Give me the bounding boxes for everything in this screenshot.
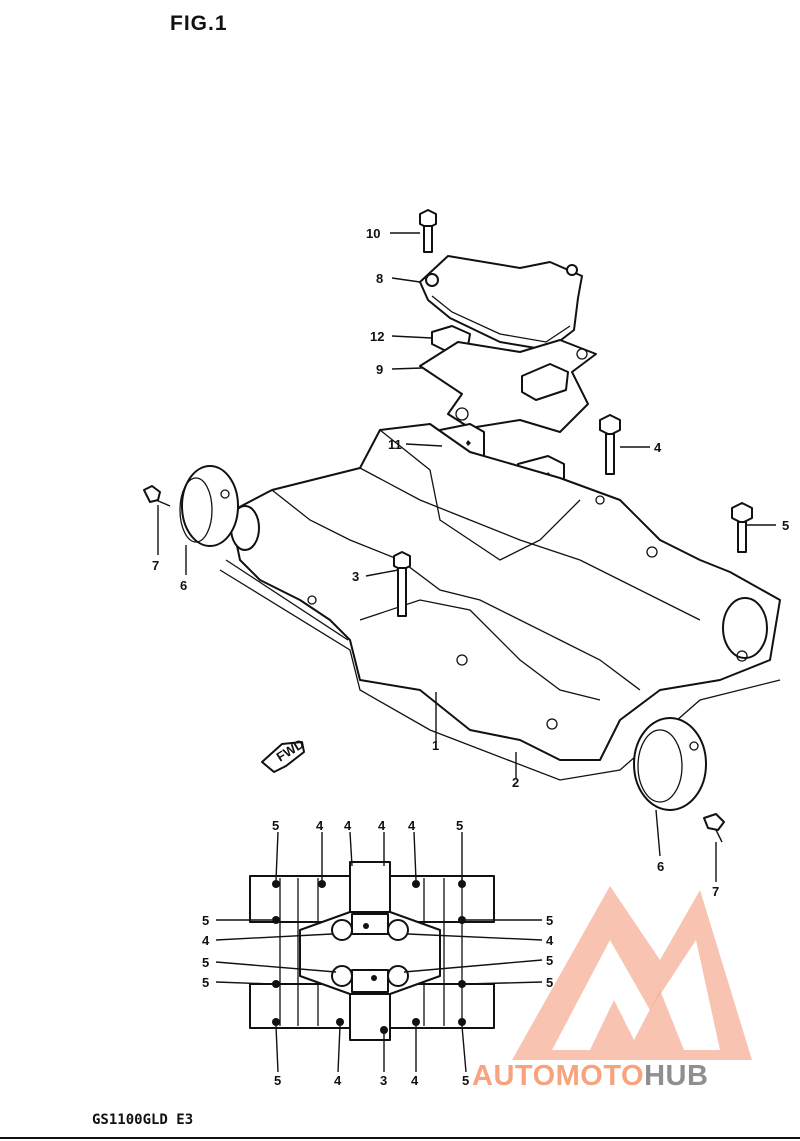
callout-label: 4 <box>411 1073 419 1088</box>
callout-label: 11 <box>388 437 402 452</box>
watermark-text: AUTOMOTOHUB <box>472 1060 708 1093</box>
bolt-4-icon <box>599 414 621 475</box>
watermark-part3: HUB <box>644 1060 709 1092</box>
callout-label: 5 <box>462 1073 469 1088</box>
screw-right-icon <box>703 813 725 843</box>
forward-arrow-icon: FWD <box>261 736 307 773</box>
model-code: GS1100GLD E3 <box>92 1112 194 1128</box>
watermark-part2: MOTO <box>555 1060 645 1092</box>
callout-label: 6 <box>180 578 187 593</box>
callout-label: 1 <box>432 738 439 753</box>
callout-label: 5 <box>456 818 463 833</box>
callout-label: 4 <box>408 818 416 833</box>
callout-label: 4 <box>378 818 386 833</box>
callout-label: 10 <box>366 226 380 241</box>
callout-label: 5 <box>202 955 209 970</box>
callout-label: 3 <box>380 1073 387 1088</box>
bolt-3-icon <box>393 551 411 617</box>
callout-label: 4 <box>202 933 210 948</box>
bolt-10-icon <box>419 209 437 253</box>
cover-gasket-icon <box>219 569 781 781</box>
callout-label: 12 <box>370 329 384 344</box>
callout-label: 9 <box>376 362 383 377</box>
callout-label: 8 <box>376 271 383 286</box>
callout-label: 2 <box>512 775 519 790</box>
screw-left-icon <box>143 485 171 507</box>
callout-label: 4 <box>316 818 324 833</box>
callout-label: 5 <box>202 913 209 928</box>
figure-title: FIG.1 <box>170 12 228 35</box>
watermark-logo-icon <box>512 886 752 1060</box>
callout-label: 4 <box>344 818 352 833</box>
callout-label: 5 <box>546 975 553 990</box>
plan-view-drawing <box>249 861 495 1041</box>
callout-label: 3 <box>352 569 359 584</box>
end-cap-right-icon <box>633 717 707 811</box>
callout-label: 4 <box>654 440 662 455</box>
callout-label: 7 <box>712 884 719 899</box>
callout-label: 4 <box>334 1073 342 1088</box>
end-cap-left-icon <box>179 465 239 547</box>
callout-label: 5 <box>272 818 279 833</box>
callout-label: 4 <box>546 933 554 948</box>
bottom-border <box>0 1137 800 1139</box>
callout-label: 5 <box>546 913 553 928</box>
cam-cover-icon <box>229 423 781 761</box>
watermark-part1: AUTO <box>472 1060 556 1092</box>
callout-label: 5 <box>546 953 553 968</box>
breather-cover-icon <box>419 255 583 351</box>
callout-label: 5 <box>274 1073 281 1088</box>
callout-label: 5 <box>202 975 209 990</box>
bolt-5-icon <box>731 502 753 553</box>
callout-label: 6 <box>657 859 664 874</box>
callout-label: 5 <box>782 518 789 533</box>
gasket-9-icon <box>419 339 597 433</box>
callout-label: 7 <box>152 558 159 573</box>
